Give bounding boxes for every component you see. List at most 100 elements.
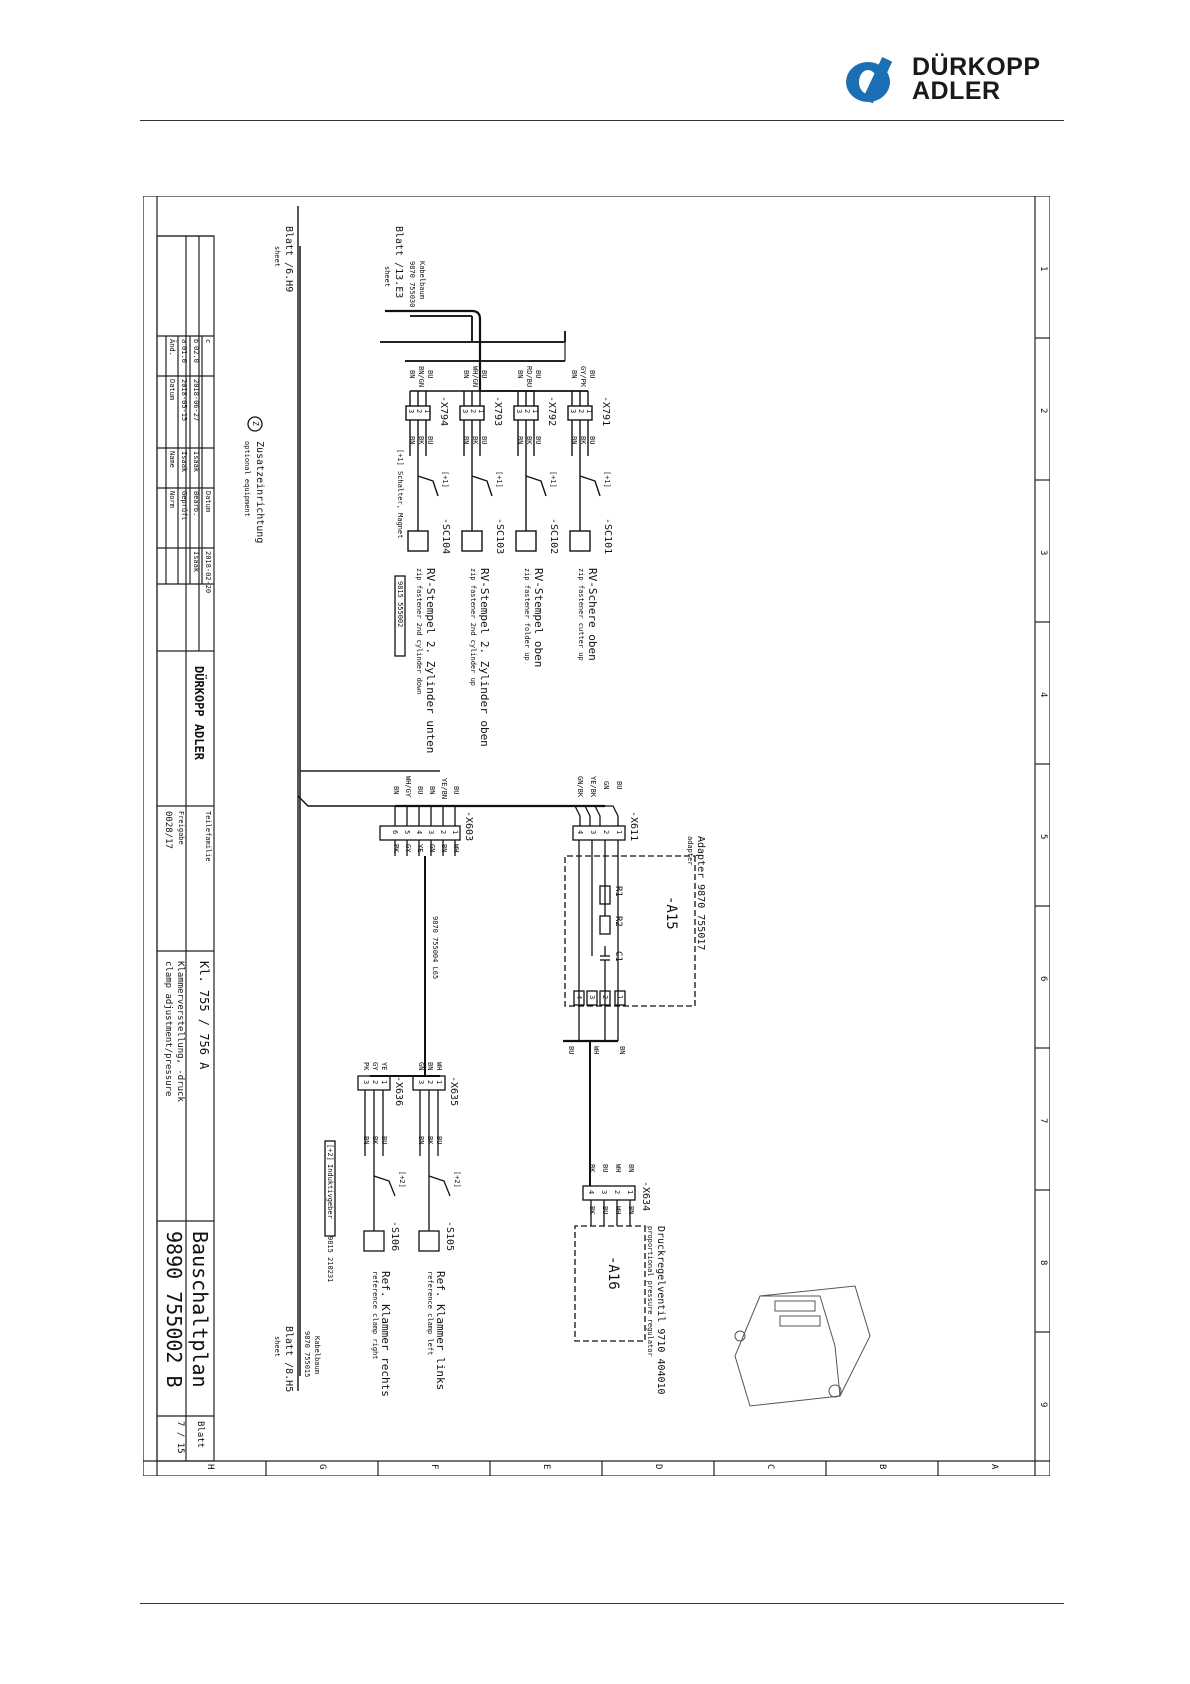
col-label-4: 4 xyxy=(1038,692,1048,698)
pin-label: 1 xyxy=(615,830,623,835)
connector-x794: -X794 xyxy=(438,396,449,427)
wire-color: BU xyxy=(601,1206,609,1215)
freigabe-label: Freigabe xyxy=(177,811,185,845)
wire-color: BN xyxy=(627,1164,635,1173)
wire-color: BN xyxy=(440,844,448,853)
wire-color: BN xyxy=(362,1136,370,1145)
wire-color: WH/GY xyxy=(404,776,412,798)
title-brand-line2: ADLER xyxy=(192,723,206,760)
footer-divider xyxy=(140,1603,1064,1604)
pin-label: 4 xyxy=(575,995,583,1000)
legend-magnet-tag: [+1] xyxy=(396,449,404,466)
rev-idx: b xyxy=(192,339,200,344)
desc-de: Klammerverstellung, -druck xyxy=(175,961,185,1102)
switch-desc-de: RV-Stempel oben xyxy=(532,568,545,668)
row-label-f: F xyxy=(429,1464,439,1470)
bottom-blatt-ref[interactable]: Blatt /6.H9 xyxy=(283,226,294,293)
pin-label: 2 xyxy=(602,830,610,835)
pin-label: 4 xyxy=(587,1190,595,1195)
schematic-lines xyxy=(143,196,1050,1476)
row-label-d: D xyxy=(653,1464,663,1470)
connector-x603: -X603 xyxy=(463,811,474,842)
wire-color: YE/BK xyxy=(589,776,597,798)
right-cable-part: 9870 755015 xyxy=(303,1331,311,1378)
pin-label: 6 xyxy=(391,830,399,835)
connector-x635: -X635 xyxy=(448,1076,459,1107)
wire-color: WH xyxy=(435,1062,443,1071)
cable-mid-label: 9870 755004 L65 xyxy=(431,916,439,980)
title-brand-line1: DÜRKOPP xyxy=(192,666,206,717)
wire-color: BN xyxy=(462,370,470,379)
pin-label: 3 xyxy=(427,830,435,835)
pin-label: 1 xyxy=(477,409,485,414)
switch-desc-en: zip fastener 2nd cylinder down xyxy=(415,568,423,695)
wire-color: BK xyxy=(525,436,533,445)
pin-label: 3 xyxy=(515,409,523,414)
pin-label: 1 xyxy=(616,995,624,1000)
wire-color: GY/PK xyxy=(579,366,587,388)
pin-label: 1 xyxy=(531,409,539,414)
adapter-title: Adapter 9870 755017 xyxy=(695,836,706,951)
pin-label: 3 xyxy=(407,409,415,414)
wire-color: GN xyxy=(602,781,610,790)
bottom-sheet-label: sheet xyxy=(273,246,281,268)
doc-title: Bauschaltplan xyxy=(188,1231,212,1388)
blatt-label: Blatt xyxy=(195,1421,205,1449)
row-label-h: H xyxy=(205,1464,215,1470)
wire-color: BN xyxy=(462,436,470,445)
optional-de: Zusatzeinrichtung xyxy=(254,441,265,544)
schematic-wiring xyxy=(297,206,605,808)
wire-color: PK xyxy=(362,1062,370,1071)
wire-color: YE xyxy=(416,844,424,853)
switch-id-sc102: -SC102 xyxy=(548,518,559,555)
wire-color: BN/GN xyxy=(417,366,425,388)
pin-label: 1 xyxy=(380,1080,388,1085)
wire-color: BK xyxy=(417,436,425,445)
right-sheet-label: sheet xyxy=(273,1336,281,1358)
wire-color: BU xyxy=(588,436,596,445)
wire-color: YE/BN xyxy=(440,778,448,800)
wire-color: BN xyxy=(570,370,578,379)
schematic-sheet-landscape: 1 2 3 4 5 6 7 8 9 A B C D E F G H Kabelb… xyxy=(143,196,1050,1476)
legend-magnet-text: Schalter, Magnet xyxy=(396,471,404,539)
pin-label: 5 xyxy=(403,830,411,835)
header-divider xyxy=(140,120,1064,121)
sensor-id-s105: -S105 xyxy=(444,1221,455,1252)
row-label-g: G xyxy=(317,1464,327,1470)
pin-label: 2 xyxy=(577,409,585,414)
wire-color: GN/BK xyxy=(576,776,584,798)
pin-label: 2 xyxy=(613,1190,621,1195)
legend-induktiv-part: 9815 210231 xyxy=(326,1236,334,1283)
col-aend: Änd. xyxy=(168,339,176,356)
rev-idx: a xyxy=(180,339,188,344)
schematic-sheet: 1 2 3 4 5 6 7 8 9 A B C D E F G H Kabelb… xyxy=(143,196,1050,1476)
row-label-e: E xyxy=(541,1464,551,1470)
pin-label: 3 xyxy=(417,1080,425,1085)
wire-color: BN xyxy=(392,786,400,795)
right-blatt-ref[interactable]: Blatt /8.H5 xyxy=(283,1326,294,1393)
teilefamilie-label: Teilefamilie xyxy=(204,811,212,862)
pin-label: 1 xyxy=(626,1190,634,1195)
col-datum: Datum xyxy=(168,379,176,401)
switch-desc-de: RV-Schere oben xyxy=(586,568,599,661)
brand-line2: ADLER xyxy=(912,77,1001,105)
pin-label: 2 xyxy=(426,1080,434,1085)
switch-id-sc101: -SC101 xyxy=(602,518,613,555)
wire-color: BK xyxy=(426,1136,434,1145)
wire-color: BU xyxy=(426,436,434,445)
wire-color: BU xyxy=(480,436,488,445)
sensor-desc-de: Ref. Klammer links xyxy=(434,1271,447,1391)
wire-color: BN xyxy=(426,1062,434,1071)
switch-tag: [+1] xyxy=(549,471,557,488)
wire-color: BK xyxy=(371,1136,379,1145)
wire-color: BN xyxy=(516,370,524,379)
col-label-1: 1 xyxy=(1038,266,1048,272)
sensor-desc-en: reference clamp right xyxy=(371,1271,379,1360)
wire-color: YE xyxy=(380,1062,388,1071)
pin-label: 1 xyxy=(423,409,431,414)
row-norm: Norm xyxy=(168,491,176,508)
resistor-r2: R2 xyxy=(613,916,623,927)
sensor-tag: [+2] xyxy=(453,1171,461,1188)
left-blatt-ref[interactable]: Blatt /13.E3 xyxy=(393,226,404,299)
pin-label: 3 xyxy=(569,409,577,414)
